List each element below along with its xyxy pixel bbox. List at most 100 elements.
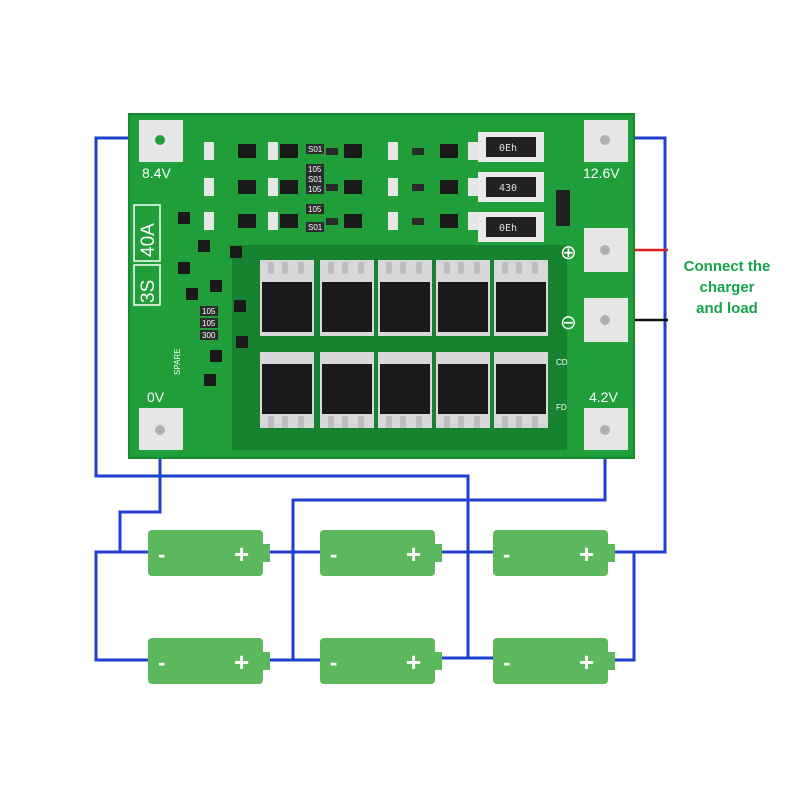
- smd-code: 105: [308, 165, 322, 174]
- callout-line: charger: [699, 279, 755, 296]
- smd-transistor: [238, 144, 256, 158]
- smd-capacitor: [468, 212, 478, 230]
- battery-terminal: [435, 652, 442, 670]
- smd-chip: [306, 144, 324, 154]
- resistor-code: 0Eh: [499, 223, 517, 234]
- smd-code: 105: [308, 185, 322, 194]
- smd-capacitor: [268, 178, 278, 196]
- battery-minus: -: [158, 542, 165, 567]
- callout-line: Connect the: [683, 258, 771, 275]
- mosfet-pin: [386, 262, 392, 274]
- battery-pack: -+-+-+-+-+-+: [148, 530, 615, 684]
- diode: [556, 190, 570, 226]
- resistor-face: [486, 177, 536, 197]
- mosfet-body: [322, 282, 372, 332]
- smd-resistor: [412, 218, 424, 225]
- smd-resistor: [326, 184, 338, 191]
- battery-plus: +: [406, 647, 421, 677]
- pad-hole-0v: [155, 425, 165, 435]
- smd-transistor: [344, 144, 362, 158]
- smd-capacitor: [204, 142, 214, 160]
- pad-hole-positive: [600, 245, 610, 255]
- mosfet-pin: [400, 416, 406, 428]
- smd-transistor: [344, 214, 362, 228]
- smd-chip: [306, 184, 324, 194]
- smd-chip: [200, 330, 218, 340]
- smd-part: [234, 300, 246, 312]
- battery-minus: -: [503, 650, 510, 675]
- mosfet-pin: [342, 416, 348, 428]
- current-label: 40A: [138, 223, 159, 257]
- mosfet-pin: [532, 262, 538, 274]
- battery-plus: +: [579, 647, 594, 677]
- battery-minus: -: [330, 542, 337, 567]
- battery-body: [148, 530, 263, 576]
- cd-label: CD: [556, 358, 568, 367]
- battery-terminal: [608, 652, 615, 670]
- mosfet-body: [380, 282, 430, 332]
- mosfet-pin: [444, 262, 450, 274]
- smd-capacitor: [468, 142, 478, 160]
- charger-callout: Connect the charger and load: [672, 256, 782, 319]
- smd-transistor: [280, 144, 298, 158]
- smd-transistor: [344, 180, 362, 194]
- smd-transistor: [440, 180, 458, 194]
- model-label-box: [133, 264, 161, 306]
- battery-minus: -: [503, 542, 510, 567]
- battery-plus: +: [234, 647, 249, 677]
- smd-capacitor: [204, 212, 214, 230]
- mosfet-array: [260, 260, 548, 428]
- mosfet-body: [380, 364, 430, 414]
- resistor-group: 0Eh 430 0Eh: [478, 132, 544, 242]
- smd-part: [210, 350, 222, 362]
- smd-part: [198, 240, 210, 252]
- smd-transistor: [238, 180, 256, 194]
- smd-transistor: [280, 180, 298, 194]
- smd-code: 300: [202, 331, 216, 340]
- mosfet-pin: [502, 416, 508, 428]
- smd-capacitor: [388, 178, 398, 196]
- minus-symbol: ⊖: [560, 312, 577, 334]
- battery-minus: -: [330, 650, 337, 675]
- smd-capacitor: [388, 142, 398, 160]
- mosfet-body: [262, 364, 312, 414]
- mosfet-pin: [358, 416, 364, 428]
- mosfet-pin: [282, 416, 288, 428]
- smd-transistor: [280, 214, 298, 228]
- small-components: [178, 142, 478, 386]
- mosfet-pin: [474, 416, 480, 428]
- mosfet-pin: [502, 262, 508, 274]
- smd-code: 105: [202, 307, 216, 316]
- smd-capacitor: [204, 178, 214, 196]
- smd-part: [236, 336, 248, 348]
- battery-terminal: [608, 544, 615, 562]
- mosfet-body: [496, 364, 546, 414]
- mosfet-pin: [328, 262, 334, 274]
- mosfet-body: [438, 364, 488, 414]
- mosfet-pin: [444, 416, 450, 428]
- smd-code: S01: [308, 145, 323, 154]
- mosfet-pin: [516, 262, 522, 274]
- pad-hole-4v2: [600, 425, 610, 435]
- mosfet-pin: [328, 416, 334, 428]
- fd-label: FD: [556, 403, 567, 412]
- mosfet-pin: [416, 416, 422, 428]
- smd-chip: [306, 164, 324, 174]
- mosfet-pin: [458, 262, 464, 274]
- battery-terminal: [263, 544, 270, 562]
- smd-capacitor: [468, 178, 478, 196]
- smd-chip: [306, 204, 324, 214]
- mosfet-pin: [458, 416, 464, 428]
- mosfet-pin: [474, 262, 480, 274]
- smd-chip: [306, 222, 324, 232]
- mosfet-pin: [386, 416, 392, 428]
- smd-capacitor: [268, 212, 278, 230]
- mosfet-pin: [298, 262, 304, 274]
- model-label: 3S: [138, 280, 159, 303]
- pcb-board: 8.4V 12.6V 0V 4.2V ⊕ ⊖ 3S 40A SPARE CD F…: [128, 113, 635, 459]
- pad-hole-8v4: [155, 135, 165, 145]
- mosfet-body: [496, 282, 546, 332]
- label-12v6: 12.6V: [583, 165, 620, 181]
- mosfet-pin: [268, 262, 274, 274]
